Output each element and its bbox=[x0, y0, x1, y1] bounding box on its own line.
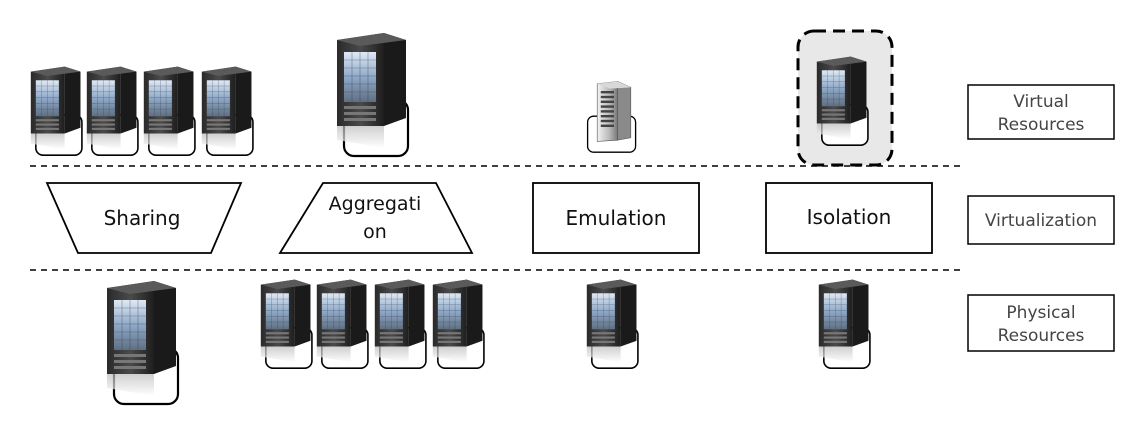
server-tower-icon bbox=[432, 278, 485, 369]
sharing-label: Sharing bbox=[104, 206, 181, 230]
physical-resources-label-line1: Physical bbox=[1006, 303, 1075, 323]
server-tower-icon bbox=[143, 65, 196, 156]
physical-aggregation-servers bbox=[260, 278, 485, 369]
virtual-sharing-servers bbox=[30, 65, 254, 156]
server-tower-icon bbox=[816, 55, 869, 146]
aggregation-shape bbox=[278, 182, 474, 254]
isolation-label: Isolation bbox=[807, 205, 892, 229]
server-tower-icon bbox=[30, 65, 83, 156]
virtual-resources-box bbox=[967, 84, 1115, 140]
virtualization-box bbox=[967, 195, 1115, 245]
virtual-resources-label-line2: Resources bbox=[998, 115, 1085, 135]
server-tower-icon bbox=[105, 279, 180, 406]
isolation-shape bbox=[765, 182, 933, 254]
emulation-label: Emulation bbox=[566, 206, 667, 230]
server-tower-icon bbox=[201, 65, 254, 156]
aggregation-label-line1: Aggregati bbox=[329, 193, 422, 215]
server-tower-icon bbox=[260, 278, 313, 369]
server-tower-icon bbox=[374, 278, 427, 369]
physical-resources-box bbox=[967, 294, 1115, 352]
sharing-shape bbox=[45, 182, 243, 254]
virtualization-label: Virtualization bbox=[985, 211, 1097, 231]
server-tower-icon bbox=[335, 31, 410, 158]
aggregation-label-line2: on bbox=[363, 221, 387, 243]
virtual-resources-label-line1: Virtual bbox=[1013, 92, 1069, 112]
server-tower-icon bbox=[818, 278, 871, 369]
server-tower-icon bbox=[86, 65, 139, 156]
emulation-shape bbox=[532, 182, 700, 254]
emulated-server-icon bbox=[586, 80, 637, 153]
server-tower-icon bbox=[586, 278, 639, 369]
server-tower-icon bbox=[316, 278, 369, 369]
physical-resources-label-line2: Resources bbox=[998, 326, 1085, 346]
